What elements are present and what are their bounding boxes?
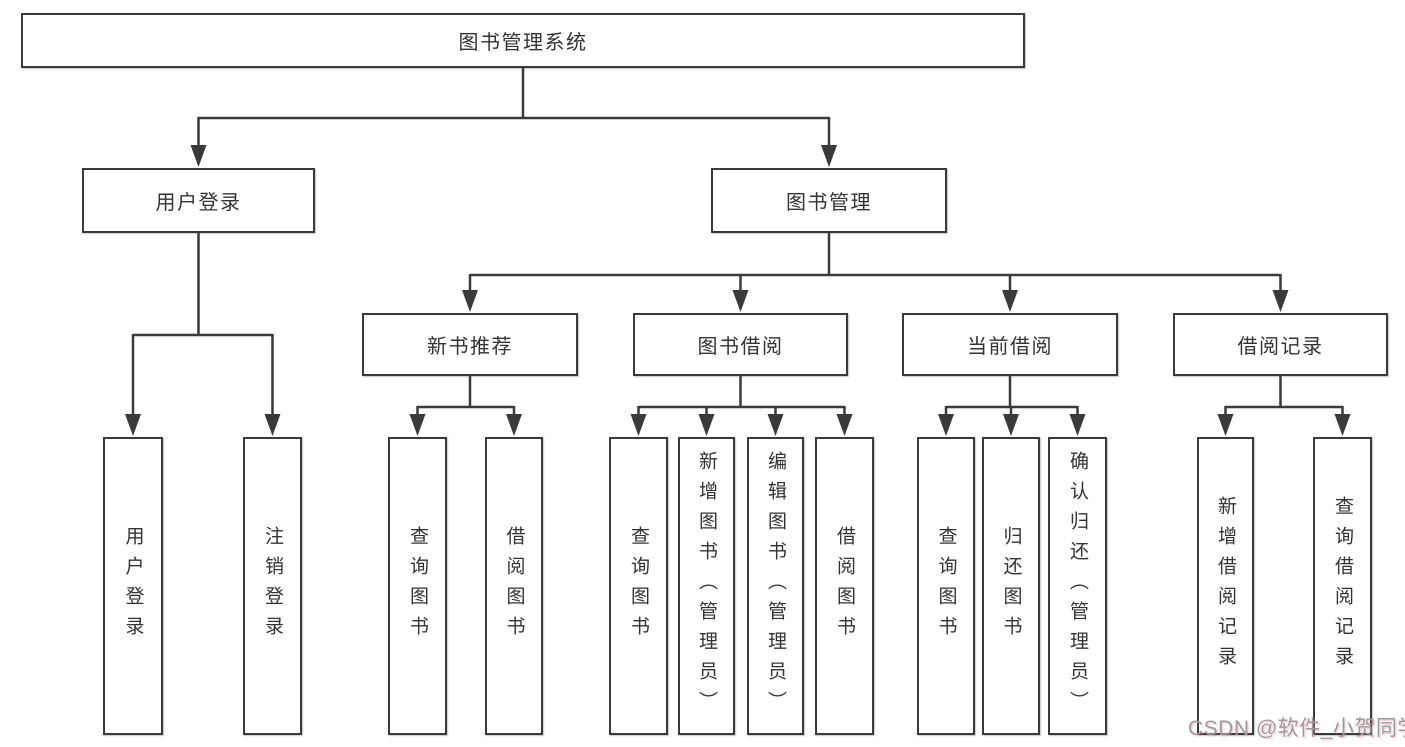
leaf-borrow-books: 借阅图书 <box>815 437 874 735</box>
node-book-borrow: 图书借阅 <box>633 313 848 376</box>
leaf-query-books-recommend: 查询图书 <box>388 437 447 735</box>
node-current-borrow: 当前借阅 <box>902 313 1118 376</box>
leaf-logout: 注销登录 <box>243 437 302 735</box>
node-root-library-system: 图书管理系统 <box>21 13 1025 68</box>
leaf-return-books: 归还图书 <box>982 437 1040 735</box>
leaf-add-borrow-record: 新增借阅记录 <box>1197 437 1254 735</box>
csdn-watermark: CSDN @软件_小贺同学 <box>1188 717 1405 740</box>
leaf-confirm-return-admin: 确认归还（管理员） <box>1048 437 1107 735</box>
leaf-query-books-current: 查询图书 <box>917 437 975 735</box>
node-borrow-records: 借阅记录 <box>1173 313 1388 376</box>
leaf-query-borrow-record: 查询借阅记录 <box>1313 437 1372 735</box>
leaf-add-books-admin: 新增图书（管理员） <box>678 437 735 735</box>
leaf-edit-books-admin: 编辑图书（管理员） <box>747 437 804 735</box>
node-new-book-recommend: 新书推荐 <box>362 313 578 376</box>
leaf-borrow-books-recommend: 借阅图书 <box>485 437 543 735</box>
leaf-query-books-borrow: 查询图书 <box>609 437 668 735</box>
leaf-user-login: 用户登录 <box>103 437 163 735</box>
node-book-management: 图书管理 <box>711 168 947 233</box>
node-user-login: 用户登录 <box>82 168 315 233</box>
